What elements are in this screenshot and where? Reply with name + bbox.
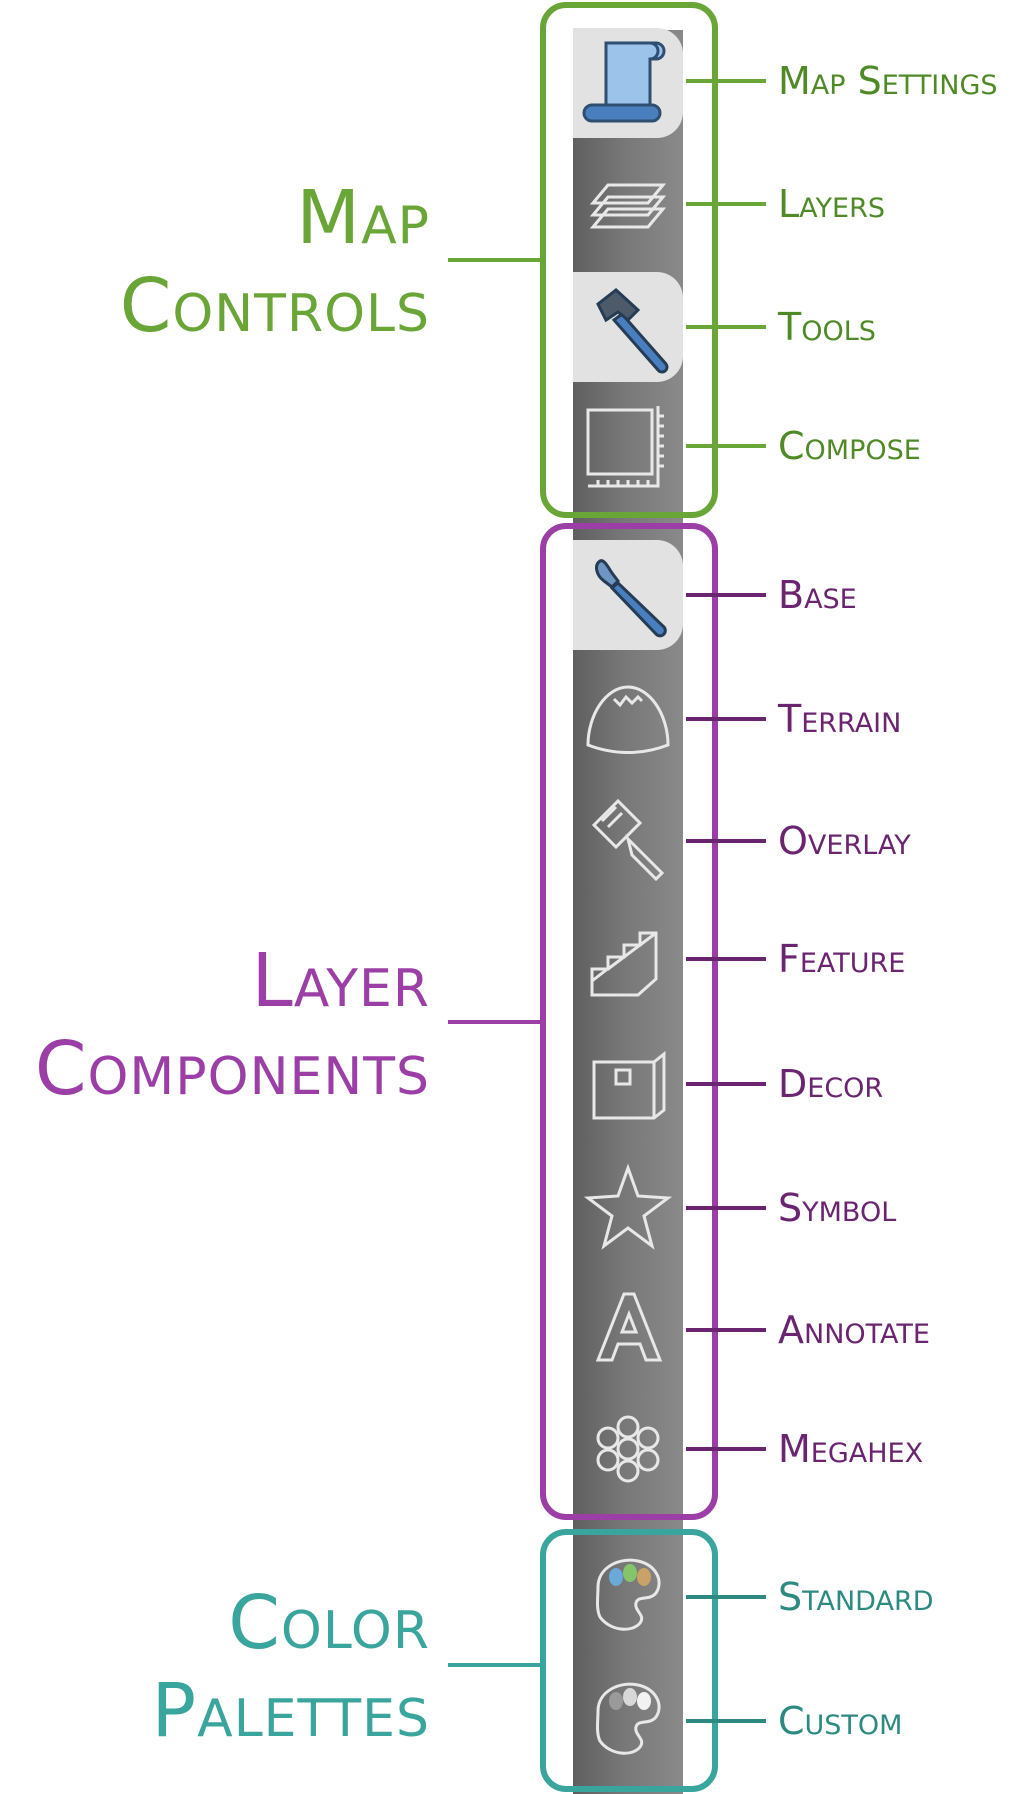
label-decor: Decor (778, 1062, 884, 1106)
label-terrain: Terrain (778, 697, 902, 741)
color-palettes-title-line2: Palettes (151, 1668, 430, 1754)
label-overlay: Overlay (778, 819, 911, 863)
label-megahex: Megahex (778, 1427, 924, 1471)
hammer-icon[interactable] (578, 278, 678, 378)
scroll-icon[interactable] (578, 33, 678, 133)
map-controls-box (540, 2, 718, 518)
layer-components-box (540, 523, 718, 1520)
color-palettes-title-line1: Color (228, 1580, 430, 1666)
label-annotate: Annotate (778, 1308, 930, 1352)
label-feature: Feature (778, 937, 906, 981)
layers-icon[interactable] (578, 155, 678, 255)
map-controls-title: Map Controls (120, 174, 430, 350)
label-symbol: Symbol (778, 1186, 897, 1230)
label-compose: Compose (778, 424, 921, 468)
letter-a-icon[interactable] (578, 1280, 678, 1380)
label-map-settings: Map Settings (778, 59, 998, 103)
paintbrush-icon[interactable] (578, 545, 678, 645)
label-base: Base (778, 573, 857, 617)
layer-components-title: Layer Components (35, 937, 430, 1113)
label-layers: Layers (778, 182, 885, 226)
map-controls-title-line2: Controls (119, 263, 430, 349)
label-tools: Tools (778, 305, 876, 349)
wide-brush-icon[interactable] (578, 791, 678, 891)
color-palettes-title: Color Palettes (152, 1579, 431, 1755)
mountain-icon[interactable] (578, 669, 678, 769)
chest-icon[interactable] (578, 1034, 678, 1134)
hex-cluster-icon[interactable] (578, 1399, 678, 1499)
gray-palette-icon[interactable] (578, 1671, 678, 1771)
label-standard: Standard (778, 1575, 934, 1619)
color-palette-icon[interactable] (578, 1547, 678, 1647)
layer-components-title-line2: Components (34, 1026, 430, 1112)
map-controls-title-line1: Map (296, 175, 430, 261)
color-palettes-box (540, 1529, 718, 1792)
ruler-frame-icon[interactable] (578, 396, 678, 496)
label-custom: Custom (778, 1699, 903, 1743)
layer-components-title-line1: Layer (251, 938, 430, 1024)
stairs-icon[interactable] (578, 909, 678, 1009)
star-icon[interactable] (578, 1158, 678, 1258)
